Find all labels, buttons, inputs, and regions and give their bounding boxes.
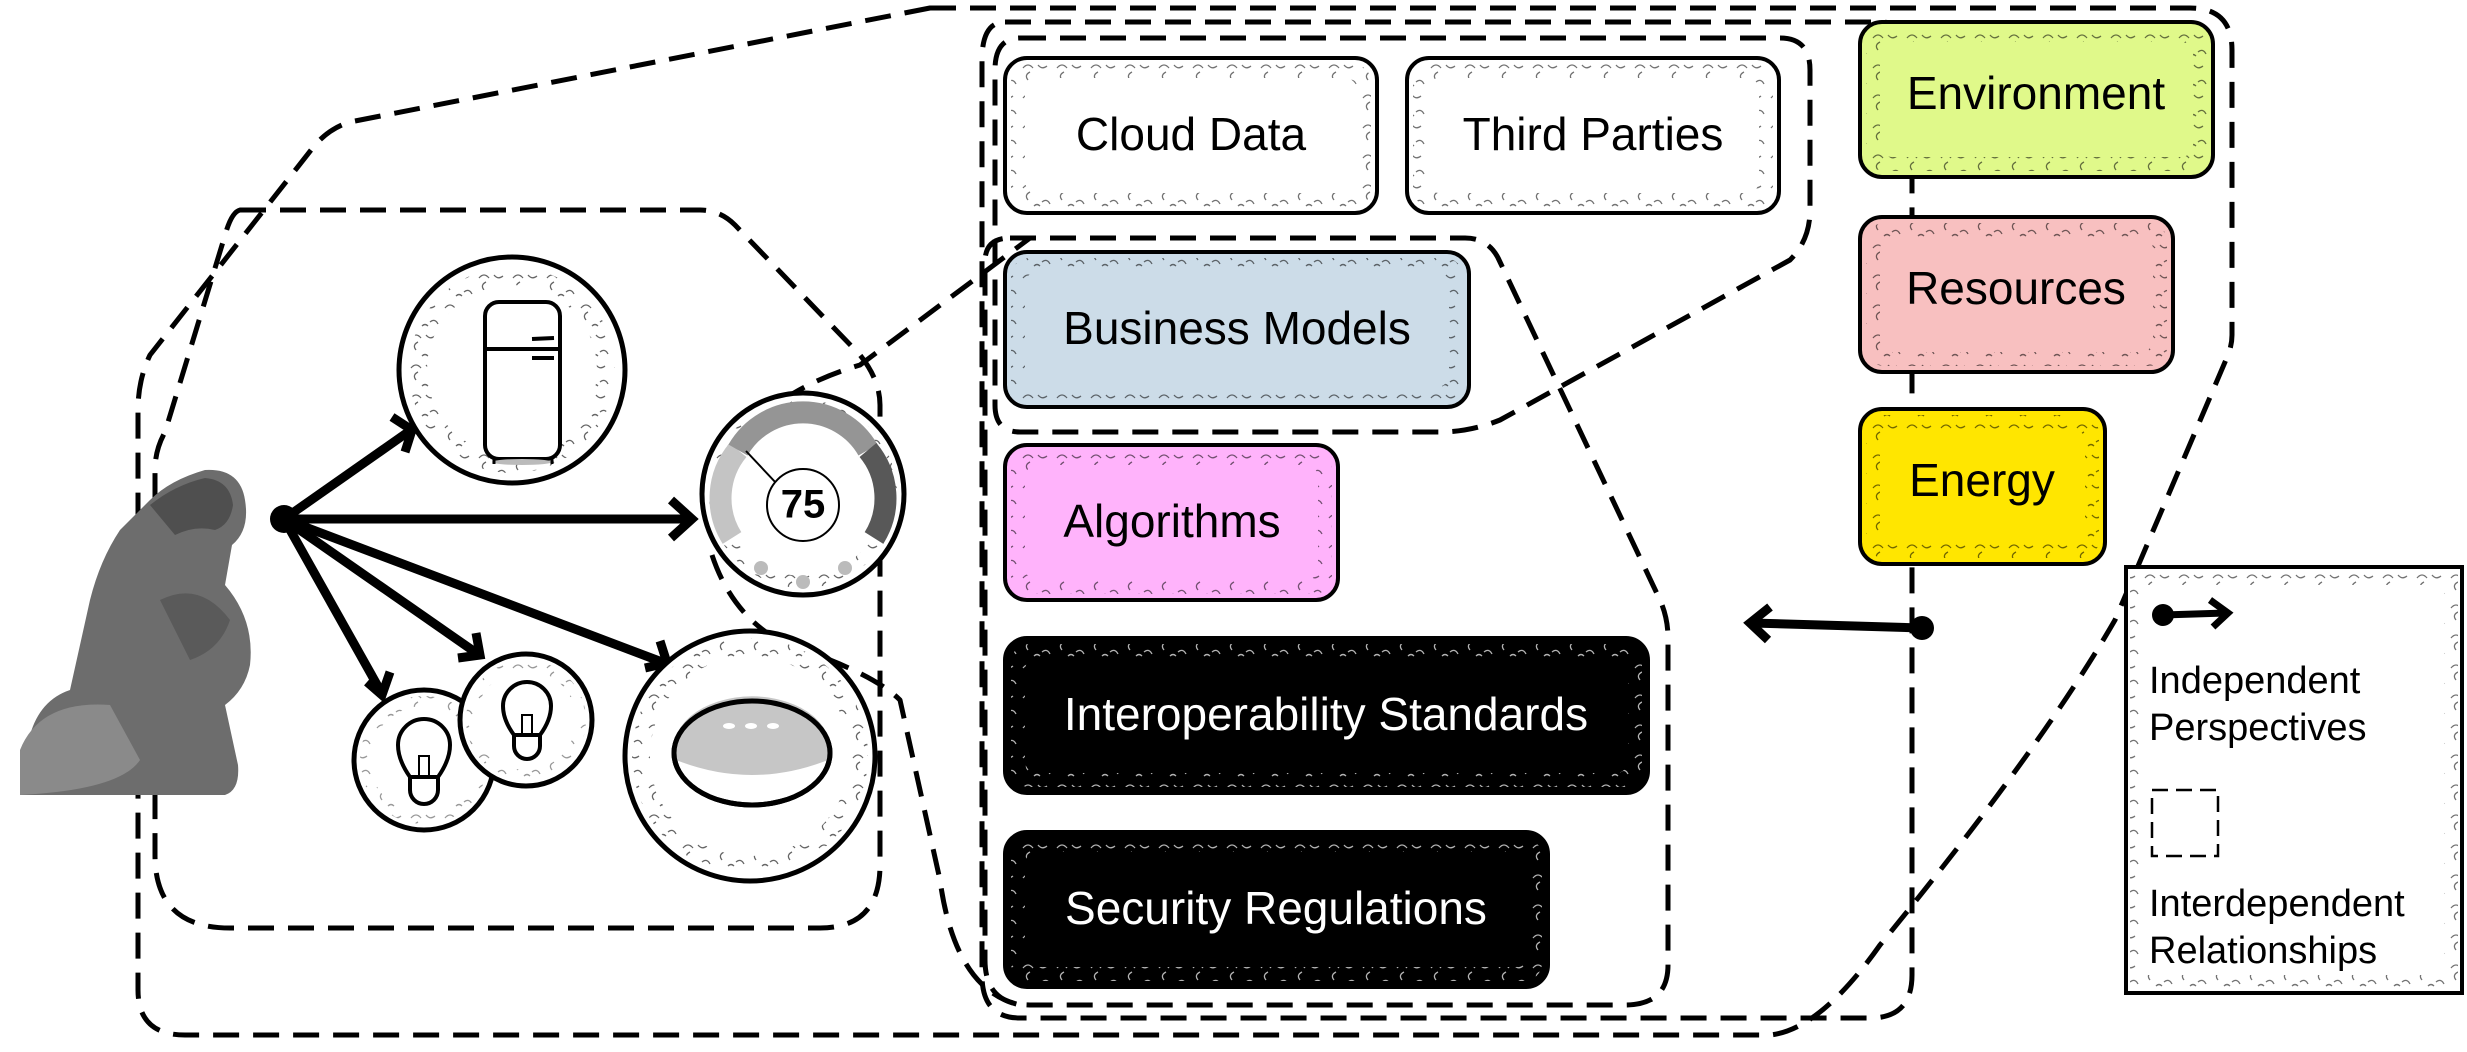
arrowhead-thermostat bbox=[667, 496, 699, 542]
legend-independent-label: Independent bbox=[2149, 660, 2361, 702]
box-label: Business Models bbox=[1063, 302, 1411, 354]
thermostat-reading: 75 bbox=[781, 483, 826, 527]
box-label: Cloud Data bbox=[1076, 108, 1307, 160]
arrow-to-bulb-1 bbox=[280, 516, 384, 693]
box-label: Interoperability Standards bbox=[1064, 688, 1588, 740]
arrowhead-bulb-2 bbox=[457, 632, 486, 663]
legend: Independent Perspectives Interdependent … bbox=[2124, 565, 2464, 995]
lightbulb-icon bbox=[395, 717, 453, 806]
box-energy[interactable]: Energy bbox=[1858, 407, 2107, 566]
box-interoperability-standards[interactable]: Interoperability Standards bbox=[1003, 636, 1650, 795]
device-thermostat[interactable]: 75 bbox=[699, 390, 907, 598]
arrowhead-fridge bbox=[389, 413, 418, 454]
box-algorithms[interactable]: Algorithms bbox=[1003, 443, 1340, 602]
legend-interdependent-label: Interdependent bbox=[2149, 883, 2405, 925]
lightbulb-icon bbox=[500, 680, 554, 761]
box-label: Resources bbox=[1906, 262, 2126, 314]
box-label: Environment bbox=[1907, 67, 2165, 119]
legend-interdependent-label: Relationships bbox=[2149, 930, 2377, 972]
smart-speaker-icon bbox=[671, 696, 833, 808]
cloud-third-party-outline bbox=[992, 35, 1813, 435]
legend-interdependent-symbol bbox=[2150, 788, 2220, 858]
environment-to-middle-arrow bbox=[1743, 603, 1934, 644]
box-environment[interactable]: Environment bbox=[1858, 20, 2215, 179]
box-cloud-data[interactable]: Cloud Data bbox=[1003, 56, 1379, 215]
box-resources[interactable]: Resources bbox=[1858, 215, 2175, 374]
refrigerator-icon bbox=[483, 300, 562, 465]
box-label: Security Regulations bbox=[1065, 882, 1487, 934]
box-label: Third Parties bbox=[1463, 108, 1724, 160]
business-regulation-outline bbox=[982, 235, 1671, 1008]
box-third-parties[interactable]: Third Parties bbox=[1405, 56, 1781, 215]
legend-independent-symbol bbox=[2152, 597, 2234, 630]
outer-relationship-outline bbox=[135, 5, 2235, 1038]
arrowhead-bulb-1 bbox=[364, 670, 395, 703]
box-label: Algorithms bbox=[1063, 495, 1280, 547]
device-fridge[interactable] bbox=[396, 254, 628, 486]
box-label: Energy bbox=[1909, 454, 2055, 506]
arrow-to-bulb-2 bbox=[281, 515, 478, 656]
box-business-models[interactable]: Business Models bbox=[1003, 250, 1471, 409]
legend-independent-label: Perspectives bbox=[2149, 707, 2367, 749]
thinker-statue-icon bbox=[20, 469, 251, 795]
thermostat-icon: 75 bbox=[709, 401, 897, 589]
arrow-to-speaker bbox=[282, 514, 664, 667]
thermostat-bridge-outline-lower bbox=[709, 554, 1021, 1008]
actor-arrows bbox=[270, 413, 699, 703]
device-smart-speaker[interactable] bbox=[622, 628, 878, 884]
device-bulb-2[interactable] bbox=[457, 651, 595, 789]
arrow-to-fridge bbox=[281, 428, 411, 523]
box-security-regulations[interactable]: Security Regulations bbox=[1003, 830, 1550, 989]
